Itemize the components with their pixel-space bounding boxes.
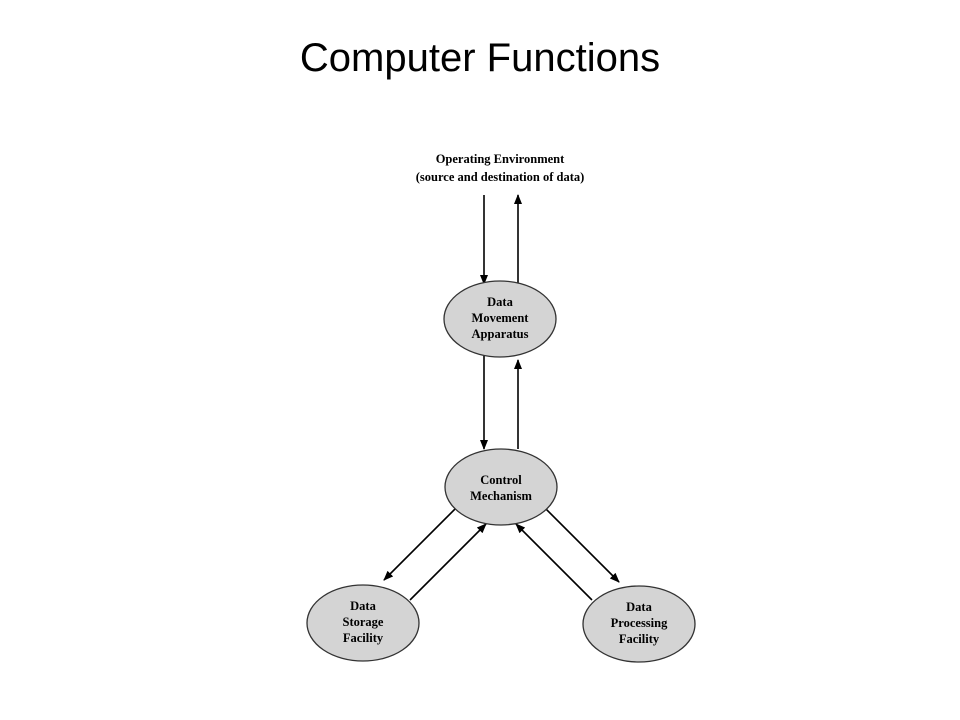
- arrow-storage-to-control: [409, 523, 487, 601]
- arrow-control-to-processing: [544, 507, 620, 583]
- node-data-processing: Data Processing Facility: [582, 585, 696, 663]
- environment-label-line1: Operating Environment: [436, 152, 565, 166]
- arrow-control-to-storage: [383, 507, 457, 581]
- node-storage-line3: Facility: [343, 631, 384, 645]
- node-control-mechanism: Control Mechanism: [444, 448, 558, 526]
- node-data-storage: Data Storage Facility: [306, 584, 420, 662]
- node-storage-line1: Data: [350, 599, 376, 613]
- node-control-line2: Mechanism: [470, 489, 532, 503]
- slide-title: Computer Functions: [299, 36, 661, 80]
- node-processing-line3: Facility: [619, 632, 660, 646]
- node-data-movement: Data Movement Apparatus: [443, 280, 557, 358]
- node-processing-line1: Data: [626, 600, 652, 614]
- node-data-movement-line3: Apparatus: [472, 327, 529, 341]
- node-data-movement-line1: Data: [487, 295, 513, 309]
- node-storage-line2: Storage: [343, 615, 384, 629]
- node-control-line1: Control: [480, 473, 522, 487]
- node-data-movement-line2: Movement: [472, 311, 530, 325]
- node-processing-line2: Processing: [611, 616, 668, 630]
- arrow-processing-to-control: [515, 523, 593, 601]
- environment-label-line2: (source and destination of data): [416, 170, 585, 184]
